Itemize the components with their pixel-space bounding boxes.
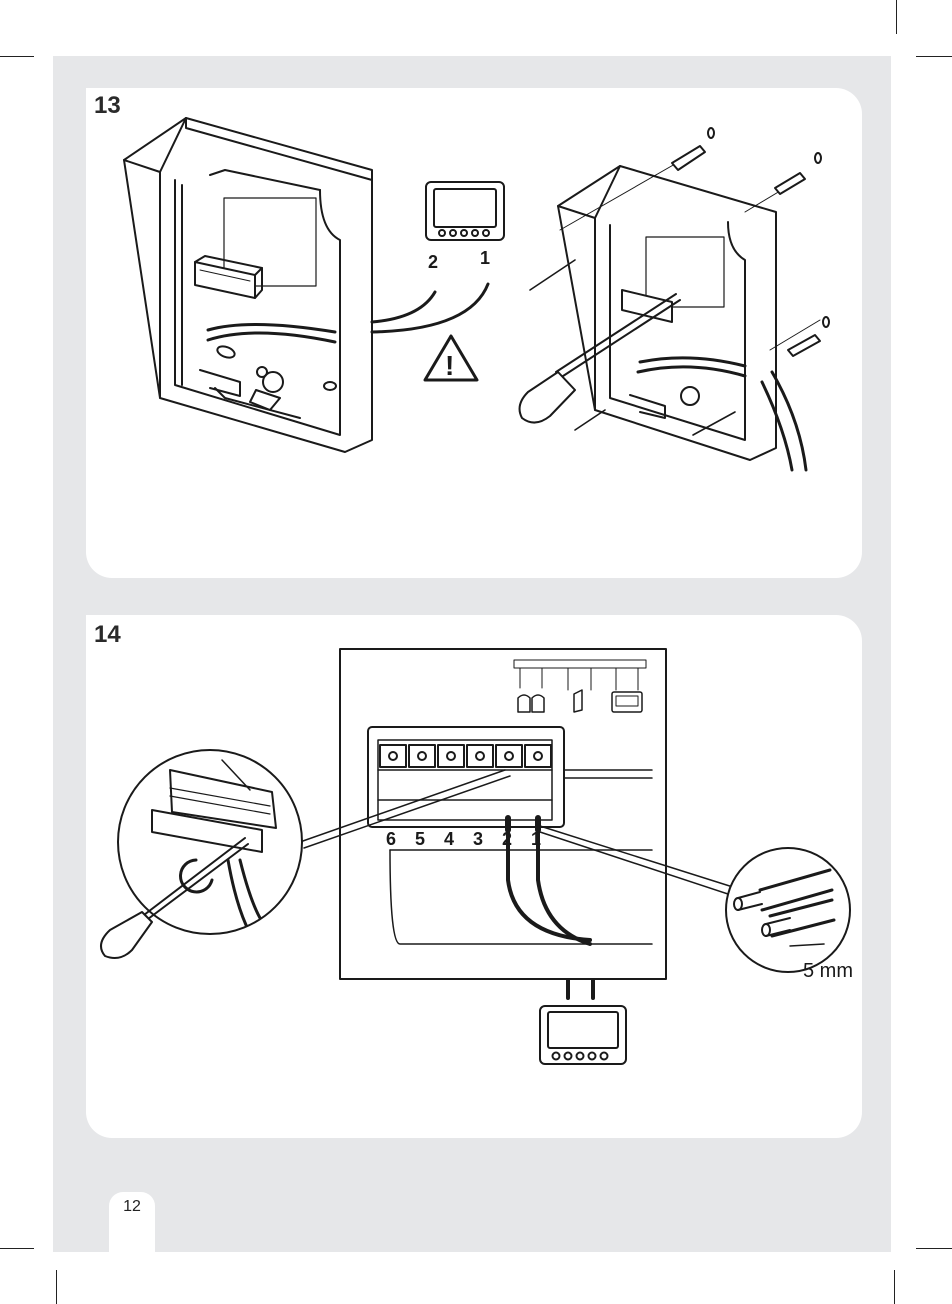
monitor-icon <box>426 182 504 240</box>
terminal-closeup <box>101 750 302 958</box>
step-14-illustration: 6 5 4 3 2 1 5 mm <box>0 600 952 1100</box>
terminal-number: 1 <box>531 829 541 849</box>
wiring-diagram-box <box>340 649 666 979</box>
terminal-number: 5 <box>415 829 425 849</box>
crop-mark <box>894 1270 895 1304</box>
crop-mark <box>56 1270 57 1304</box>
step-13-illustration: 2 1 ! <box>0 0 952 600</box>
terminal-number: 2 <box>502 829 512 849</box>
page-number: 12 <box>109 1198 155 1216</box>
terminal-number: 6 <box>386 829 396 849</box>
terminal-number: 3 <box>473 829 483 849</box>
monitor-wire-label-2: 2 <box>428 252 438 272</box>
crop-mark <box>916 1248 952 1249</box>
wire-strip-closeup <box>726 848 850 972</box>
monitor-icon <box>540 1006 626 1064</box>
intercom-housing-open <box>124 118 372 452</box>
intercom-housing-mounting <box>520 128 829 470</box>
terminal-number: 4 <box>444 829 454 849</box>
warning-symbol: ! <box>445 350 454 381</box>
monitor-wire-label-1: 1 <box>480 248 490 268</box>
strip-length-label: 5 mm <box>803 960 853 982</box>
crop-mark <box>0 1248 34 1249</box>
